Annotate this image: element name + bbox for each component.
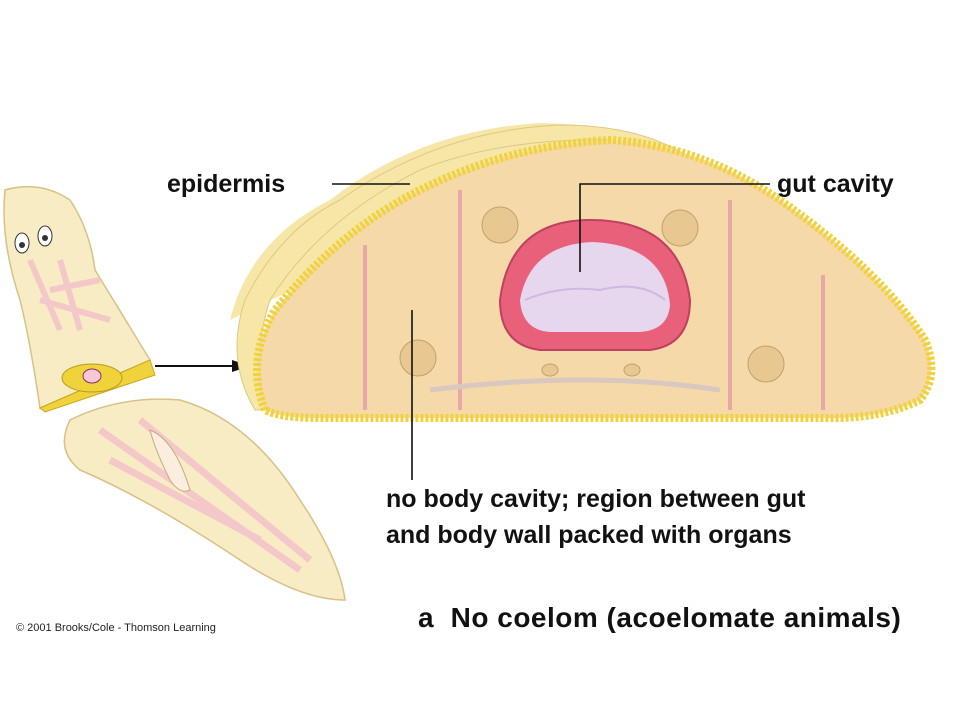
leader-lines (332, 183, 770, 480)
copyright: © 2001 Brooks/Cole - Thomson Learning (16, 622, 216, 634)
label-gut-cavity: gut cavity (777, 170, 894, 198)
label-no-body-cavity-line2: and body wall packed with organs (386, 521, 792, 549)
flatworm-posterior (63, 398, 346, 601)
label-epidermis: epidermis (167, 170, 286, 198)
gut-cavity (520, 242, 670, 332)
caption-letter: a (418, 602, 435, 633)
figure-caption: a No coelom (acoelomate animals) (418, 602, 901, 634)
flatworm-anterior (3, 185, 156, 413)
label-no-body-cavity-line1: no body cavity; region between gut (386, 485, 806, 513)
arrow (155, 360, 250, 372)
cross-section (230, 123, 936, 423)
caption-text: No coelom (acoelomate animals) (450, 602, 902, 633)
